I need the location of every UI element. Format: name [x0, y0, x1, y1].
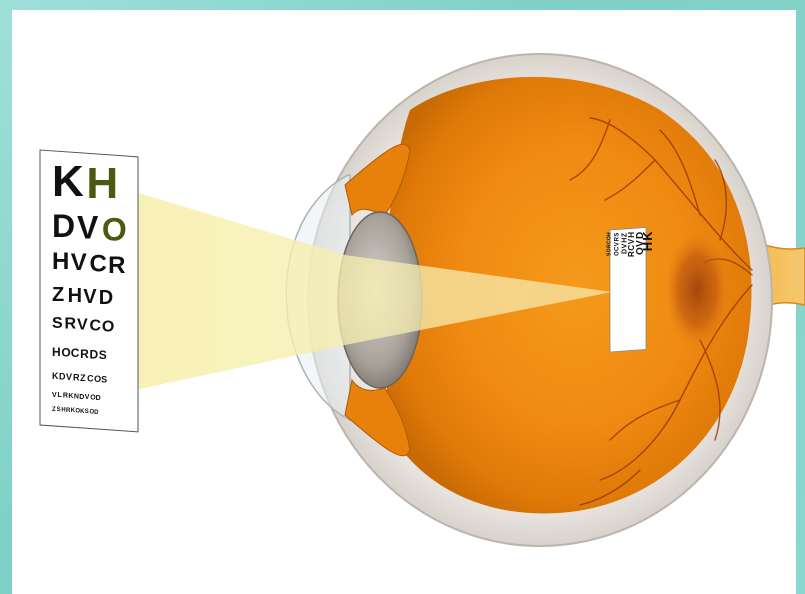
retina-image-letter: R	[607, 244, 613, 248]
retina-image-letter: H	[627, 232, 636, 238]
eye-chart-letter: R	[108, 252, 125, 279]
retina-image-letter: O	[607, 236, 613, 240]
retina-image-letter: C	[627, 245, 636, 251]
eye-chart-letter: S	[52, 315, 63, 332]
eye-chart-letter: V	[66, 372, 72, 382]
eye-chart-letter: C	[87, 373, 94, 383]
retina-image-letter: Z	[621, 232, 628, 237]
eye-chart-letter: V	[77, 210, 99, 246]
eye-chart-letter: V	[71, 249, 87, 276]
retina-image-letter: V	[627, 238, 636, 244]
eye-chart-letter: C	[71, 346, 80, 360]
eye-chart-letter: Z	[52, 407, 56, 413]
eye-chart-letter: L	[57, 392, 62, 399]
macula	[665, 232, 729, 348]
retina-image-letter: S	[614, 233, 620, 237]
eye-chart-letter: N	[74, 393, 79, 400]
retina-image-letter: C	[607, 240, 613, 244]
retina-image-letter: V	[621, 243, 628, 248]
eye-chart-letter: V	[52, 392, 57, 399]
retina-image-letter: R	[614, 236, 620, 241]
eye-chart-letter: R	[73, 372, 80, 382]
eye-chart-letter: R	[80, 347, 89, 361]
eye-chart-letter: K	[52, 371, 59, 381]
eye-chart-letter: H	[68, 285, 82, 307]
eye-chart-letter: S	[99, 348, 107, 362]
eye-chart-letter: R	[64, 316, 76, 333]
eye-chart-letter: D	[96, 395, 101, 402]
retina-image-letter: D	[635, 232, 646, 239]
eye-chart-letter: D	[94, 410, 99, 416]
eye-chart-letter: R	[63, 393, 68, 400]
eye-chart-letter: O	[61, 345, 70, 359]
retina-image-letter: C	[614, 246, 620, 251]
eye-chart-letter: H	[52, 248, 69, 275]
eye-chart-letter: S	[101, 374, 107, 384]
retina-image-letter: D	[607, 248, 613, 252]
eye-chart-letter: K	[52, 157, 84, 206]
eye-chart-letter: C	[89, 317, 101, 334]
retina-image-letter: R	[627, 251, 636, 257]
eye-chart-letter: D	[89, 347, 98, 361]
retina-image-letter: V	[635, 240, 646, 247]
eye-chart-letter: S	[85, 409, 89, 415]
eye-chart-letter: O	[102, 211, 127, 247]
eye-chart-letter: C	[89, 250, 106, 277]
retina-image-letter: D	[621, 249, 628, 254]
retina-image-letter: H	[621, 238, 628, 243]
eye-chart-letter: V	[77, 317, 88, 334]
eye-chart-letter: Z	[80, 373, 86, 383]
eye-chart-letter: H	[86, 159, 118, 208]
retina-image-letter: H	[607, 232, 613, 236]
eye-chart-letter: K	[68, 393, 73, 400]
retina-image-letter: O	[635, 247, 646, 255]
eye-chart-letter: S	[57, 407, 61, 413]
eye-chart-letter: D	[99, 287, 113, 309]
eye-chart-letter: V	[85, 394, 90, 401]
retina-image-letter: V	[614, 242, 620, 246]
eye-chart-letter: H	[52, 345, 61, 359]
eye-chart-letter: O	[102, 318, 114, 335]
eye-chart-letter: D	[79, 394, 84, 401]
eye-chart-letter: D	[52, 208, 75, 244]
eye-chart-letter: Z	[52, 284, 64, 306]
retina-image-letter: O	[614, 251, 620, 256]
eye-chart-letter: O	[94, 374, 101, 384]
eye-chart-letter: V	[83, 286, 97, 308]
eye-chart-letter: D	[59, 371, 66, 381]
